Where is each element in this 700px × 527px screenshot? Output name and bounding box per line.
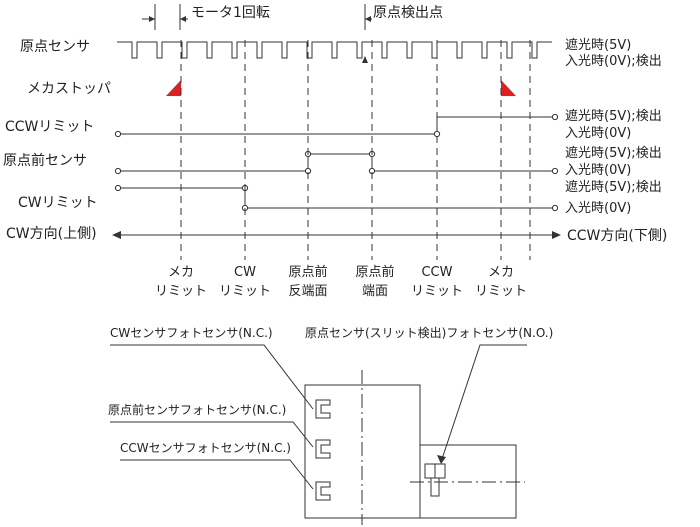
mech-stopper-label: メカストッパ xyxy=(27,81,111,97)
ccw-direction-label: CCW方向(下側) xyxy=(567,228,667,244)
reference-lines xyxy=(180,40,531,260)
origin-slit-sensor-label: 原点センサ(スリット検出)フォトセンサ(N.O.) xyxy=(305,326,553,340)
origin-low-label: 入光時(0V);検出 xyxy=(565,54,662,69)
ccw-limit-pos-line2: リミット xyxy=(411,284,463,299)
cw-limit-pos-line1: CW xyxy=(234,265,256,280)
ccw-limit-waveform xyxy=(118,116,555,135)
pre-low-label: 入光時(0V) xyxy=(565,163,631,178)
origin-detect-marker xyxy=(362,56,368,63)
origin-sensor-waveform xyxy=(117,41,552,59)
origin-sensor-label: 原点センサ xyxy=(20,39,90,55)
pre-origin-photo-label: 原点前センサフォトセンサ(N.C.) xyxy=(108,402,286,417)
pre-high-label: 遮光時(5V);検出 xyxy=(565,145,662,161)
pre-origin-rev-line2: 反端面 xyxy=(288,284,327,299)
ccw-low-label: 入光時(0V) xyxy=(565,126,631,141)
ccw-limit-pos-line1: CCW xyxy=(421,265,452,280)
pre-origin-end-line2: 端面 xyxy=(362,284,388,299)
cw-low-label: 入光時(0V) xyxy=(565,201,631,216)
stopper-right-marker xyxy=(501,80,516,96)
pre-origin-photosensor xyxy=(315,439,331,459)
stopper-left-marker xyxy=(166,80,181,96)
motor-rotation-label: モータ1回転 xyxy=(191,5,270,21)
ccw-high-label: 遮光時(5V);検出 xyxy=(565,108,662,124)
cw-photosensor xyxy=(315,399,331,419)
cw-sensor-label: CWセンサフォトセンサ(N.C.) xyxy=(110,326,273,340)
ccw-limit-label: CCWリミット xyxy=(5,119,94,135)
mech-limit-right-line1: メカ xyxy=(488,265,514,280)
cw-high-label: 遮光時(5V);検出 xyxy=(565,179,662,195)
mech-limit-right-line2: リミット xyxy=(475,284,527,299)
mech-limit-left-line2: リミット xyxy=(155,284,207,299)
pre-origin-sensor-label: 原点前センサ xyxy=(3,152,87,169)
cw-limit-pos-line2: リミット xyxy=(219,284,271,299)
cw-direction-label: CW方向(上側) xyxy=(6,226,97,242)
pre-origin-end-line1: 原点前 xyxy=(355,264,394,280)
ccw-photosensor xyxy=(315,481,331,501)
origin-detect-label: 原点検出点 xyxy=(373,5,443,21)
origin-slit-photosensor xyxy=(424,463,446,497)
pre-origin-rev-line1: 原点前 xyxy=(288,264,327,280)
origin-high-label: 遮光時(5V) xyxy=(565,37,631,53)
sensor-layout-sketch xyxy=(110,344,527,525)
origin-detect-annotation: 原点検出点 xyxy=(364,4,443,30)
direction-axis xyxy=(112,231,561,239)
ccw-sensor-label: CCWセンサフォトセンサ(N.C.) xyxy=(120,441,291,455)
cw-limit-label: CWリミット xyxy=(18,195,98,211)
motor-rotation-annotation: モータ1回転 xyxy=(142,4,270,30)
mech-limit-left-line1: メカ xyxy=(168,265,194,280)
cw-limit-waveform xyxy=(118,187,555,209)
